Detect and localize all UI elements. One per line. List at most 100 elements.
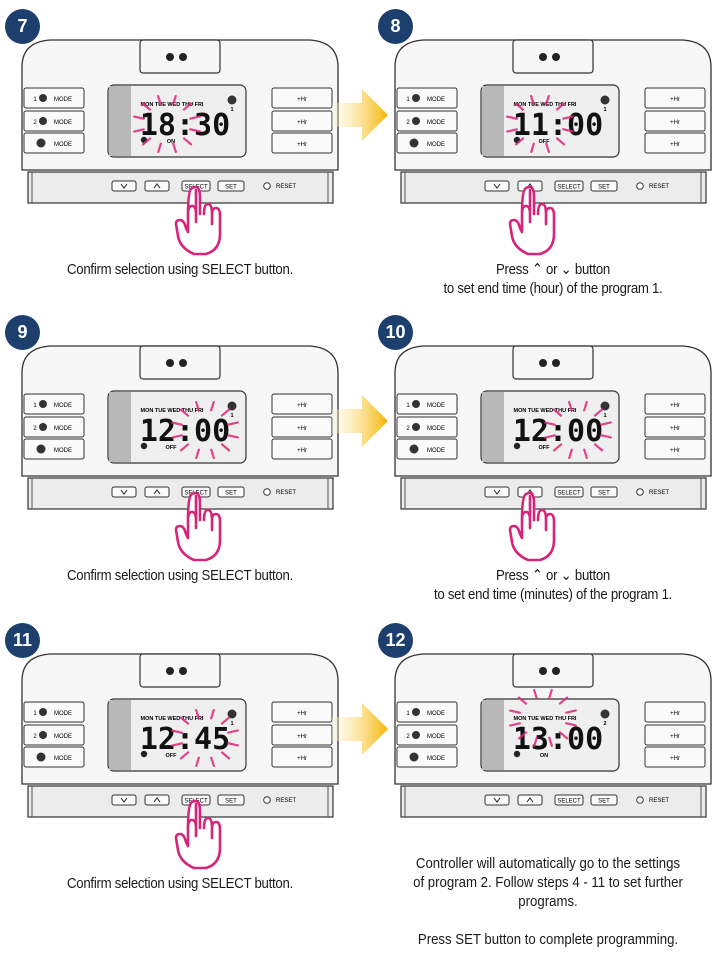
indicator-dot xyxy=(552,667,560,675)
flash-ray xyxy=(133,128,145,133)
flash-ray xyxy=(210,756,215,768)
mode-number: 2 xyxy=(33,120,37,126)
mode-label: MODE xyxy=(427,403,445,409)
flash-ray xyxy=(565,722,577,727)
moon-icon xyxy=(36,752,46,762)
flash-ray xyxy=(555,137,566,146)
flash-ray xyxy=(227,729,239,734)
moon-icon xyxy=(409,752,419,762)
plus-hr-button xyxy=(644,110,706,132)
chevron-down-icon: ⌄ xyxy=(560,567,572,584)
indicator-dot xyxy=(539,667,547,675)
flash-ray xyxy=(517,696,528,705)
flash-ray xyxy=(568,400,573,412)
flash-ray xyxy=(555,102,566,111)
device-bottom-strip xyxy=(400,785,707,818)
flash-ray xyxy=(593,408,604,417)
caption-line: to set end time (minutes) of the program… xyxy=(433,586,673,603)
set-button xyxy=(217,794,245,806)
plus-hr-button xyxy=(644,724,706,746)
flash-ray xyxy=(552,443,563,452)
schedule-icon xyxy=(412,731,420,739)
flash-ray xyxy=(141,137,152,146)
mode-label: MODE xyxy=(54,711,72,717)
chevron-up-icon: ⌃ xyxy=(531,261,543,278)
plus-hr-button xyxy=(644,746,706,768)
plus-hr-button xyxy=(644,416,706,438)
flash-ray xyxy=(141,102,152,111)
flash-ray xyxy=(558,731,569,740)
reset-label: RESET xyxy=(276,184,296,190)
flash-ray xyxy=(172,142,177,154)
mode-number: 1 xyxy=(406,711,410,717)
mode-button xyxy=(396,724,458,746)
mode-button xyxy=(396,438,458,460)
schedule-icon xyxy=(227,95,237,105)
program-bullet-icon xyxy=(513,750,521,758)
mode-label: MODE xyxy=(427,142,445,148)
mode-number: 2 xyxy=(33,426,37,432)
set-button-label: SET xyxy=(598,491,610,497)
plus-hr-label: +Hr xyxy=(670,403,680,409)
caption-or: or xyxy=(546,567,558,584)
moon-icon xyxy=(36,138,46,148)
reset-button xyxy=(636,488,644,496)
flash-ray xyxy=(220,716,231,725)
flash-ray xyxy=(583,400,588,412)
chevron-down-icon xyxy=(120,489,128,495)
mode-button xyxy=(23,132,85,154)
plus-hr-button xyxy=(271,393,333,415)
lcd-status: OFF xyxy=(539,445,551,451)
arrow-right-icon xyxy=(332,395,388,447)
lcd-program-number: 1 xyxy=(603,107,606,113)
device-bottom-strip xyxy=(400,477,707,510)
mode-label: MODE xyxy=(54,448,72,454)
caption-line: programs. xyxy=(518,893,578,910)
plus-hr-button xyxy=(644,132,706,154)
up-button xyxy=(517,794,543,806)
device-bottom-strip xyxy=(27,785,334,818)
flash-ray xyxy=(195,708,200,720)
program-bullet-icon xyxy=(140,750,148,758)
mode-button xyxy=(23,393,85,415)
schedule-icon xyxy=(600,709,610,719)
set-button xyxy=(590,794,618,806)
plus-hr-label: +Hr xyxy=(670,120,680,126)
moon-icon xyxy=(409,444,419,454)
select-button-label: SELECT xyxy=(557,799,581,805)
reset-button xyxy=(263,182,271,190)
plus-hr-button xyxy=(271,701,333,723)
pointing-hand-icon xyxy=(508,491,556,562)
indicator-dot xyxy=(166,667,174,675)
pointing-hand-icon xyxy=(508,185,556,256)
mode-label: MODE xyxy=(54,97,72,103)
flash-ray xyxy=(210,448,215,460)
flash-ray xyxy=(227,434,239,439)
step-caption: Confirm selection using SELECT button. xyxy=(30,566,329,585)
mode-number: 1 xyxy=(33,711,37,717)
lcd-time: 11:00 xyxy=(513,108,603,143)
down-button xyxy=(111,180,137,192)
lcd-backlight-strip xyxy=(482,700,504,770)
plus-hr-button xyxy=(271,746,333,768)
chevron-down-icon xyxy=(120,183,128,189)
flash-ray xyxy=(182,102,193,111)
plus-hr-button xyxy=(271,87,333,109)
plus-hr-button xyxy=(644,87,706,109)
caption-button: button xyxy=(574,567,611,584)
plus-hr-label: +Hr xyxy=(297,426,307,432)
down-button xyxy=(111,794,137,806)
caption-press: Press xyxy=(495,261,529,278)
lcd-backlight-strip xyxy=(109,700,131,770)
indicator-dot xyxy=(552,359,560,367)
indicator-dot xyxy=(552,53,560,61)
mode-number: 2 xyxy=(406,120,410,126)
mode-label: MODE xyxy=(54,142,72,148)
flash-ray xyxy=(533,736,538,748)
reset-button xyxy=(636,796,644,804)
flash-ray xyxy=(227,742,239,747)
mode-label: MODE xyxy=(427,756,445,762)
